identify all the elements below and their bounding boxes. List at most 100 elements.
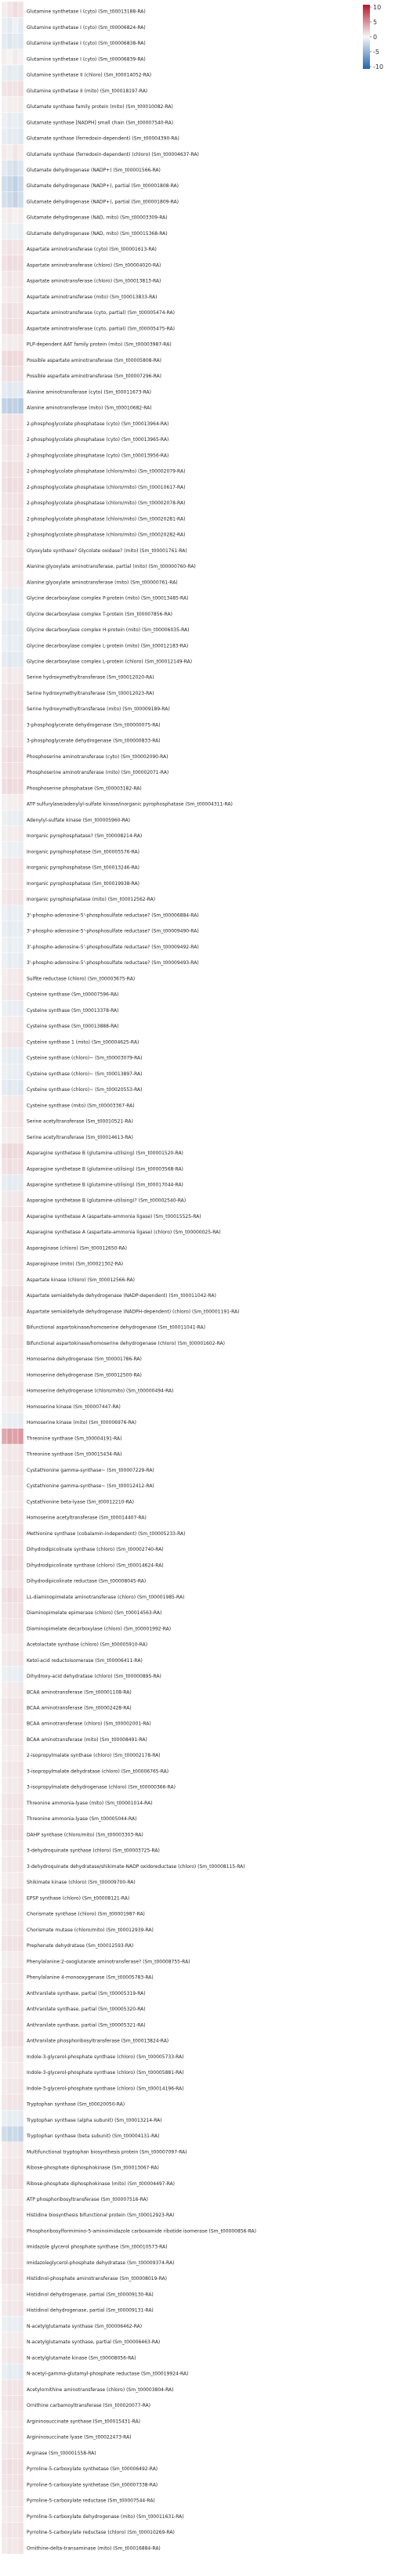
heatmap-cell [1, 2363, 8, 2380]
heatmap-cell [17, 1412, 24, 1429]
heatmap-cell [17, 1190, 24, 1207]
heatmap-cell [17, 1047, 24, 1064]
heatmap-cell [1, 1031, 8, 1049]
heatmap-cell [17, 96, 24, 113]
row-label: Anthranilate synthase, partial (Sm_t0000… [27, 2022, 146, 2028]
heatmap-cell [17, 1570, 24, 1588]
heatmap-cell [1, 524, 8, 541]
heatmap-cell [12, 1301, 19, 1318]
heatmap-cell [12, 635, 19, 652]
heatmap-cell [12, 17, 19, 34]
heatmap-cell [1, 2236, 8, 2253]
heatmap-cell [6, 2347, 13, 2365]
heatmap-cell [17, 952, 24, 969]
row-label: Prephenate dehydratase (Sm_t00012593-RA) [27, 1943, 133, 1949]
heatmap-cell [1, 2220, 8, 2238]
heatmap-cell [1, 1888, 8, 1905]
heatmap-cell [17, 1539, 24, 1555]
heatmap-cell [6, 1270, 13, 1286]
row-label: BCAA aminotransferase (Sm_t00002428-RA) [27, 1705, 132, 1711]
heatmap-cell [1, 1443, 8, 1461]
row-label: Phosphoribosylformimino-5-aminoimidazole… [27, 2228, 256, 2234]
heatmap-cell [1, 2094, 8, 2111]
heatmap-cell [12, 2047, 19, 2063]
row-label: 2-phosphoglycolate phosphatase (chloro/m… [27, 485, 185, 490]
heatmap-cell [1, 699, 8, 716]
heatmap-cell [6, 1095, 13, 1112]
heatmap-cells [1, 1, 24, 2555]
row-label: Ornithine-delta-transaminase (mito) (Sm_… [27, 2545, 161, 2551]
heatmap-cell [17, 1523, 24, 1540]
heatmap-cell [12, 1, 19, 18]
heatmap-cell [6, 477, 13, 493]
heatmap-cell [12, 445, 19, 462]
heatmap-cell [17, 270, 24, 287]
heatmap-cell [1, 1903, 8, 1920]
heatmap-cell [6, 1047, 13, 1064]
heatmap-cell [12, 1713, 19, 1730]
heatmap-cell [6, 1840, 13, 1857]
heatmap-cell [1, 2126, 8, 2142]
heatmap-cell [17, 429, 24, 446]
heatmap-cell [17, 366, 24, 383]
row-label: Glutamine synthetase I (cyto) (Sm_t00006… [27, 56, 146, 62]
heatmap-cell [12, 699, 19, 716]
heatmap-cell [1, 1491, 8, 1508]
heatmap-cell [12, 318, 19, 335]
heatmap-cell [12, 2490, 19, 2507]
heatmap-cell [6, 1016, 13, 1032]
heatmap-cell [12, 1682, 19, 1699]
heatmap-cell [6, 2126, 13, 2142]
row-label: Glycine decarboxylase complex L-protein … [27, 659, 192, 665]
heatmap-cell [1, 33, 8, 49]
heatmap-cell [1, 1570, 8, 1588]
heatmap-cell [17, 1745, 24, 1762]
heatmap-cell [6, 270, 13, 287]
heatmap-cell [17, 318, 24, 335]
heatmap-cell [12, 2173, 19, 2190]
heatmap-cell [17, 287, 24, 303]
row-label: Possible aspartate aminotransferase (Sm_… [27, 358, 161, 363]
heatmap-cell [1, 1126, 8, 1143]
row-label: Multifunctional tryptophan biosynthesis … [27, 2149, 187, 2155]
heatmap-cell [6, 2363, 13, 2380]
heatmap-cell [12, 1443, 19, 1461]
heatmap-cell [17, 2538, 24, 2555]
heatmap-cell [1, 429, 8, 446]
heatmap-cell [6, 889, 13, 906]
heatmap-cell [12, 2300, 19, 2317]
heatmap-cell [6, 1476, 13, 1492]
heatmap-cell [1, 2284, 8, 2301]
heatmap-cell [12, 1349, 19, 1366]
heatmap-cell [12, 667, 19, 684]
heatmap-cell [12, 1380, 19, 1397]
row-label: Glutamate dehydrogenase (NAD, mito) (Sm_… [27, 231, 168, 237]
row-label: Arginase (Sm_t00001558-RA) [27, 2451, 96, 2456]
heatmap-cell [17, 857, 24, 874]
heatmap-cell [6, 1174, 13, 1191]
heatmap-cell [17, 381, 24, 399]
heatmap-cell [6, 1745, 13, 1762]
heatmap-cell [1, 1000, 8, 1017]
heatmap-cell [17, 33, 24, 49]
row-label: 3-isopropylmalate dehydratase (chloro) (… [27, 1769, 169, 1774]
heatmap-cell [17, 2332, 24, 2349]
heatmap-cell [17, 1920, 24, 1936]
heatmap-cell [1, 2316, 8, 2332]
heatmap-cell [12, 524, 19, 541]
heatmap-cell [6, 2506, 13, 2523]
heatmap-cell [17, 620, 24, 636]
heatmap-cell [6, 1428, 13, 1445]
row-label: Dihydrodipicolinate synthase (chloro) (S… [27, 1563, 164, 1568]
heatmap-cell [6, 2474, 13, 2491]
heatmap-cell [6, 873, 13, 890]
heatmap-cell [1, 1064, 8, 1080]
heatmap-cell [6, 556, 13, 573]
heatmap-cell [1, 793, 8, 811]
heatmap-cell [12, 2284, 19, 2301]
heatmap-cell [12, 2014, 19, 2032]
heatmap-cell [12, 350, 19, 367]
heatmap-cell [6, 1412, 13, 1429]
heatmap-cell [1, 1047, 8, 1064]
